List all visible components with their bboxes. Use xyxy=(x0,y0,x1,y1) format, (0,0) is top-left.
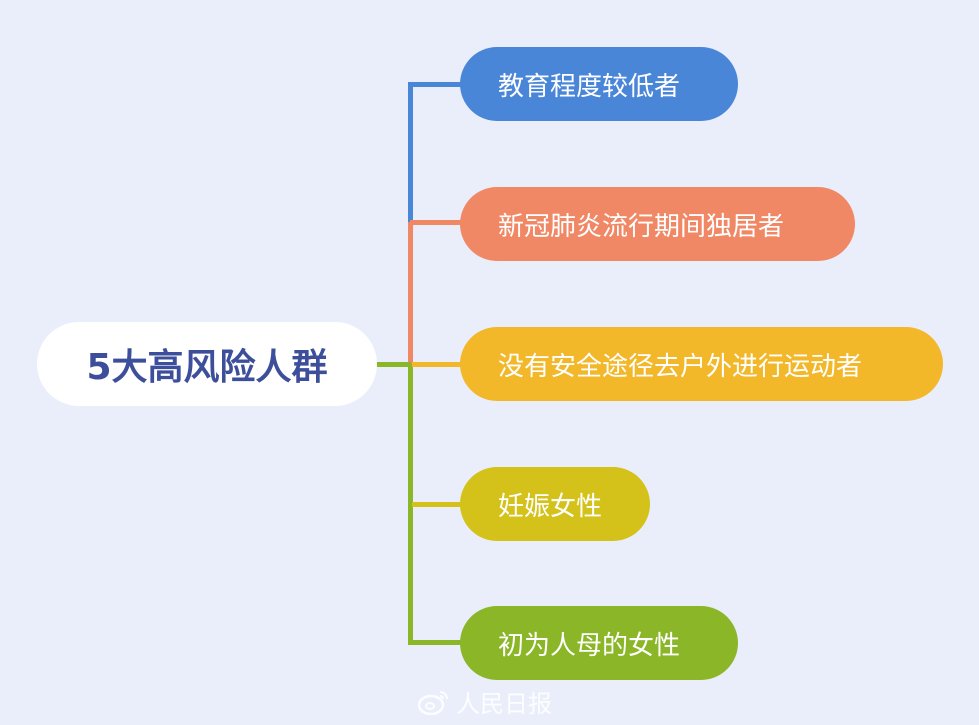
connector-line xyxy=(412,502,462,507)
branch-label: 新冠肺炎流行期间独居者 xyxy=(498,211,785,242)
branch-label: 教育程度较低者 xyxy=(498,71,681,102)
center-label: 5大高风险人群 xyxy=(86,347,328,388)
connector-line xyxy=(410,82,462,87)
branch-node: 教育程度较低者 xyxy=(460,47,738,121)
connector-line xyxy=(408,364,413,645)
connector-line xyxy=(410,220,462,225)
branch-node: 初为人母的女性 xyxy=(460,606,738,680)
connector-line xyxy=(408,82,413,224)
branch-node: 妊娠女性 xyxy=(460,467,650,541)
weibo-icon xyxy=(418,690,448,715)
branch-node: 新冠肺炎流行期间独居者 xyxy=(460,187,855,261)
branch-node: 没有安全途径去户外进行运动者 xyxy=(460,327,943,401)
connector-line xyxy=(410,640,462,645)
branch-label: 妊娠女性 xyxy=(498,491,603,522)
connector-line xyxy=(412,362,462,367)
watermark: 人民日报 xyxy=(418,684,552,719)
branch-label: 没有安全途径去户外进行运动者 xyxy=(498,351,863,382)
connector-line xyxy=(376,362,411,367)
connector-line xyxy=(408,222,413,366)
watermark-text: 人民日报 xyxy=(456,690,552,718)
branch-label: 初为人母的女性 xyxy=(498,630,681,661)
center-node: 5大高风险人群 xyxy=(37,322,377,406)
